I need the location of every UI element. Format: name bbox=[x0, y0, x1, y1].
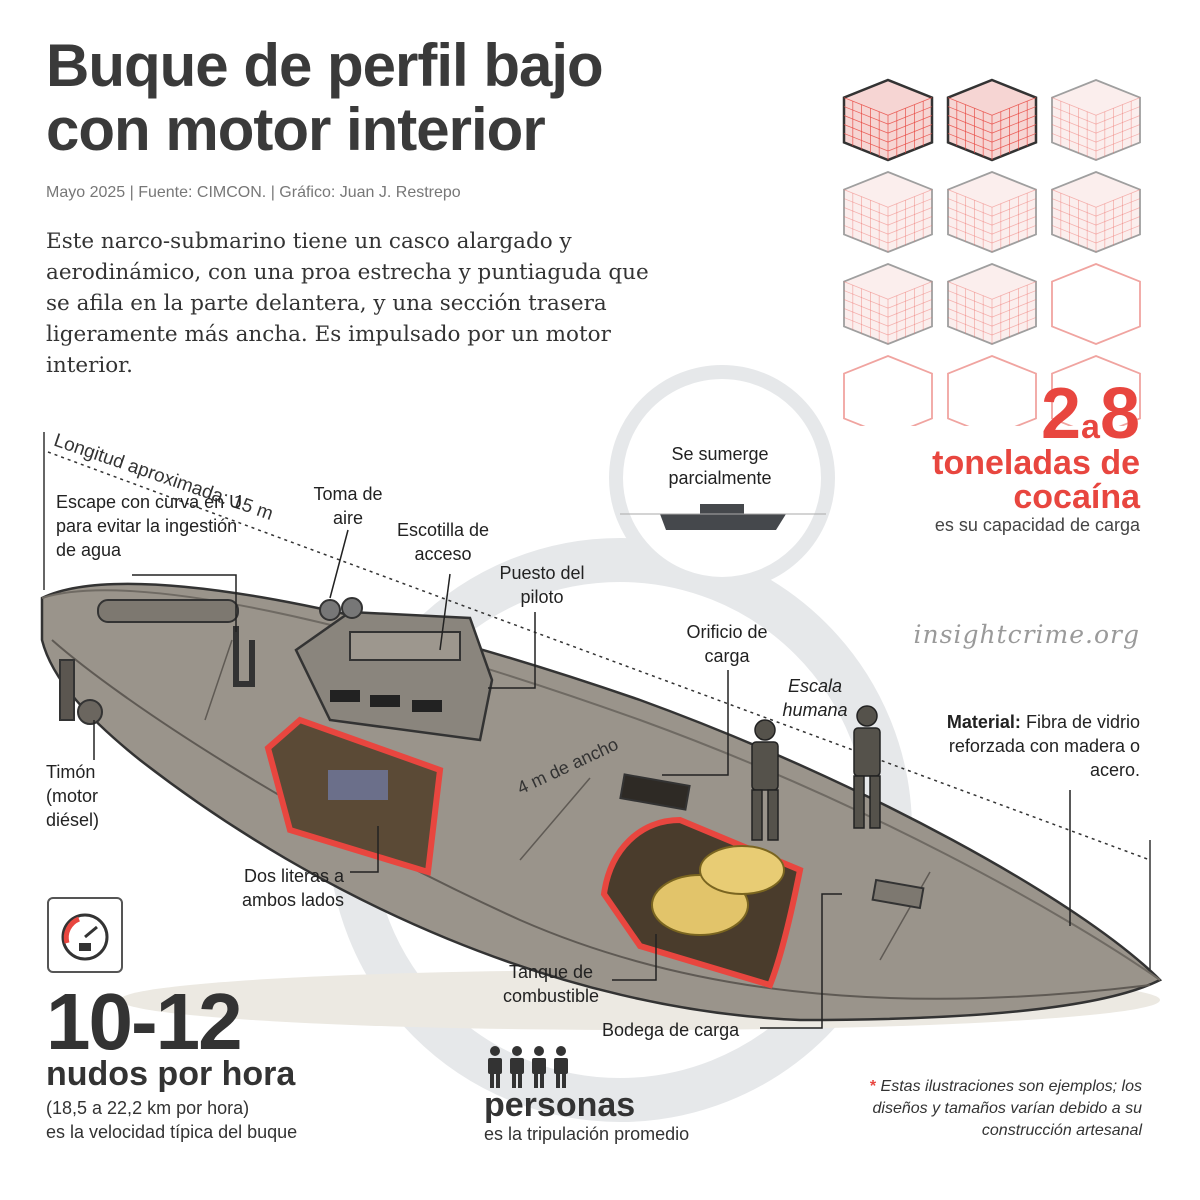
hatch-label: Escotilla de acceso bbox=[396, 520, 490, 564]
person-icon bbox=[532, 1046, 546, 1088]
air-intake-label: Toma de aire bbox=[313, 484, 383, 528]
crew-description: es la tripulación promedio bbox=[484, 1124, 690, 1144]
crew-icons bbox=[488, 1046, 568, 1088]
cargo-cube bbox=[947, 263, 1037, 345]
description: Este narco-submarino tiene un casco alar… bbox=[46, 229, 649, 378]
byline: Mayo 2025 | Fuente: CIMCON. | Gráfico: J… bbox=[46, 184, 461, 201]
bunks-label: Dos literas a ambos lados bbox=[241, 866, 344, 910]
capacity-unit: toneladas de cocaína bbox=[932, 444, 1140, 516]
cargo-hold-label: Bodega de carga bbox=[602, 1020, 740, 1040]
cargo-cube bbox=[842, 78, 934, 162]
cargo-cube bbox=[946, 78, 1038, 162]
watermark: insightcrime.org bbox=[913, 620, 1140, 649]
material-note: Material: Fibra de vidrio reforzada con … bbox=[946, 712, 1140, 780]
pilot-label: Puesto del piloto bbox=[499, 563, 585, 607]
cargo-cube bbox=[1051, 171, 1141, 253]
capacity-range: 2a8 bbox=[1040, 374, 1140, 454]
footnote: * Estas ilustraciones son ejemplos; los … bbox=[869, 1078, 1142, 1139]
exhaust-label: Escape con curva en U para evitar la ing… bbox=[56, 492, 243, 560]
person-icon bbox=[488, 1046, 502, 1088]
person-icon bbox=[510, 1046, 524, 1088]
cargo-cube bbox=[843, 171, 933, 253]
submerge-label: Se sumerge parcialmente bbox=[668, 444, 772, 488]
capacity-description: es su capacidad de carga bbox=[934, 515, 1140, 535]
cargo-cube bbox=[1051, 263, 1141, 345]
speedometer-icon bbox=[47, 897, 123, 973]
cargo-cube bbox=[1051, 355, 1141, 426]
speed-value: 10-12 bbox=[46, 977, 243, 1066]
cargo-cube bbox=[843, 263, 933, 345]
crew-unit: personas bbox=[484, 1086, 636, 1124]
rudder-label: Timón (motor diésel) bbox=[46, 762, 100, 830]
cargo-cube-grid bbox=[842, 78, 1141, 426]
cargo-cube bbox=[947, 355, 1037, 426]
cargo-cube bbox=[843, 355, 933, 426]
cargo-cube bbox=[1051, 79, 1141, 161]
person-icon bbox=[554, 1046, 568, 1088]
speed-unit: nudos por hora bbox=[46, 1055, 296, 1093]
speed-kmh: (18,5 a 22,2 km por hora) bbox=[46, 1098, 250, 1118]
human-scale-label: Escala humana bbox=[782, 676, 848, 720]
page-title: Buque de perfil bajo con motor interior bbox=[46, 32, 604, 163]
speed-description: es la velocidad típica del buque bbox=[46, 1122, 298, 1142]
cargo-hole-label: Orificio de carga bbox=[686, 622, 768, 666]
fuel-tank-label: Tanque de combustible bbox=[502, 962, 600, 1006]
cargo-cube bbox=[947, 171, 1037, 253]
